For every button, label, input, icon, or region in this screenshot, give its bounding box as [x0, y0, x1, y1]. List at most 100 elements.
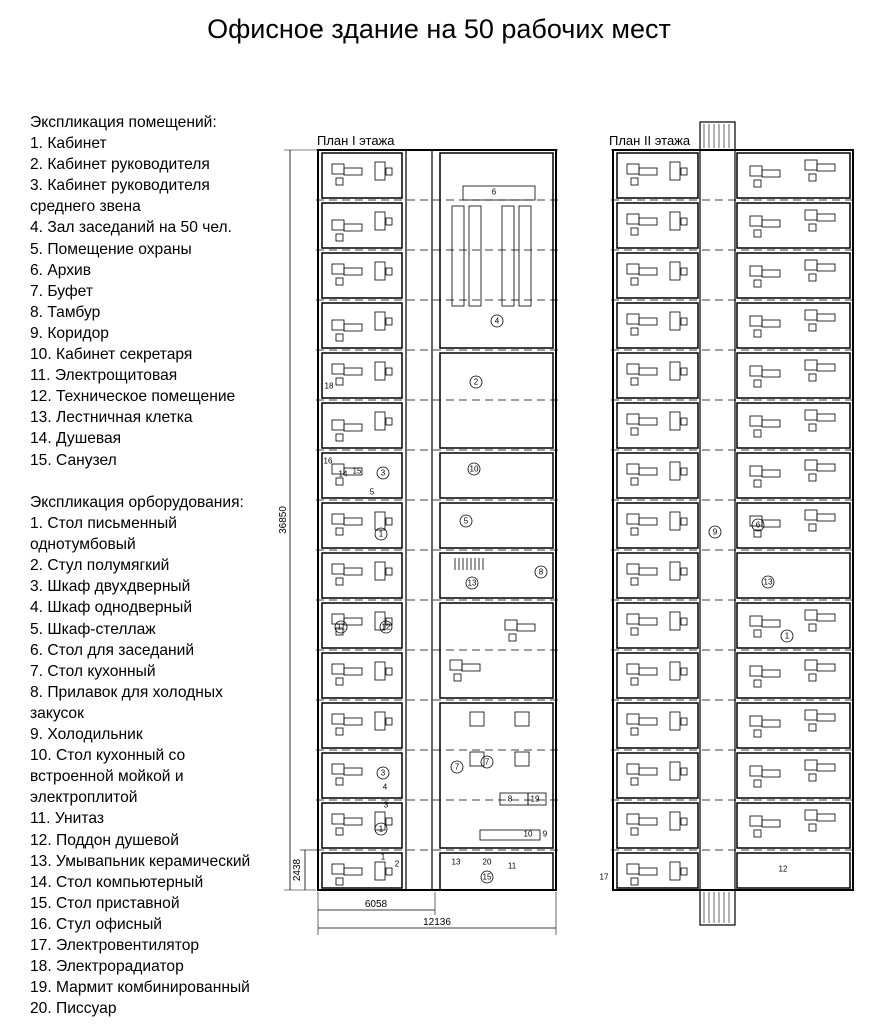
legend-item: 11. Электрощитовая	[30, 367, 178, 385]
room	[321, 852, 403, 889]
chair	[808, 623, 817, 632]
chair	[385, 717, 393, 726]
kitchen-table	[469, 711, 485, 727]
legend-item: 9. Коридор	[30, 324, 109, 342]
desk	[638, 317, 658, 326]
chair	[630, 277, 639, 286]
desk	[638, 217, 658, 226]
desk	[331, 319, 345, 331]
legend-item: 15. Стол приставной	[30, 894, 180, 912]
chair	[385, 867, 393, 876]
desk	[761, 819, 781, 828]
room	[736, 502, 851, 549]
cabinet	[374, 511, 386, 531]
room	[321, 702, 403, 749]
desk	[816, 513, 836, 522]
legend-item: 1. Стол письменный	[30, 515, 177, 533]
room	[321, 502, 403, 549]
room-number: 1	[379, 825, 384, 834]
chair	[680, 417, 688, 426]
room	[736, 202, 851, 249]
desk	[816, 413, 836, 422]
cabinet	[669, 411, 681, 431]
room-number-circle	[780, 629, 794, 643]
chair	[630, 777, 639, 786]
legend-item: 3. Шкаф двухдверный	[30, 578, 191, 596]
room-number: 1	[785, 632, 790, 641]
chair	[808, 173, 817, 182]
room-number: 10	[524, 830, 533, 839]
chair	[753, 529, 762, 538]
room	[616, 802, 699, 849]
equipment-legend-heading: Экспликация орборудования:	[30, 494, 244, 511]
room	[616, 552, 699, 599]
desk	[816, 263, 836, 272]
desk	[749, 765, 763, 777]
room	[321, 402, 403, 449]
desk	[761, 519, 781, 528]
desk	[626, 713, 640, 725]
chair	[680, 367, 688, 376]
desk	[816, 663, 836, 672]
room-number: 13	[452, 858, 461, 867]
room-number-circle	[490, 314, 504, 328]
cabinet	[374, 311, 386, 331]
room-number: 8	[539, 568, 544, 577]
legend-item: 20. Писсуар	[30, 1000, 117, 1018]
desk	[816, 613, 836, 622]
chair	[808, 223, 817, 232]
room-number: 1	[379, 530, 384, 539]
cabinet	[669, 661, 681, 681]
desk	[626, 163, 640, 175]
legend-item: 4. Шкаф однодверный	[30, 599, 193, 617]
desk	[343, 567, 363, 576]
desk	[331, 763, 345, 775]
legend-item: 4. Зал заседаний на 50 чел.	[30, 219, 232, 237]
room-number-circle	[450, 760, 464, 774]
room-number: 8	[508, 795, 513, 804]
legend-item: 6. Стол для заседаний	[30, 641, 195, 659]
legend-item: 12. Техническое помещение	[30, 388, 236, 406]
desk	[331, 363, 345, 375]
plan1-title: План I этажа	[317, 133, 395, 148]
desk	[638, 417, 658, 426]
room	[616, 352, 699, 399]
chair	[753, 629, 762, 638]
room-number: 3	[384, 801, 389, 810]
chair	[385, 817, 393, 826]
desk	[638, 367, 658, 376]
chair	[630, 877, 639, 886]
security-room	[439, 502, 554, 549]
chair	[753, 679, 762, 688]
chair	[808, 423, 817, 432]
desk	[804, 509, 818, 521]
desk	[804, 609, 818, 621]
room-number: 14	[339, 470, 348, 479]
chair	[753, 829, 762, 838]
legend-item: 10. Стол кухонный со	[30, 747, 186, 765]
chair	[680, 867, 688, 876]
room-number: 2	[395, 860, 400, 869]
chair	[385, 517, 393, 526]
secretary-office	[439, 452, 554, 499]
desk	[626, 813, 640, 825]
desk	[343, 517, 363, 526]
dim-half-width: 6058	[365, 899, 388, 910]
room	[321, 652, 403, 699]
legend-item: 7. Стол кухонный	[30, 662, 156, 680]
room-number: 11	[508, 862, 517, 871]
chair	[630, 677, 639, 686]
room	[616, 502, 699, 549]
chair	[680, 717, 688, 726]
room	[616, 852, 699, 889]
chair	[808, 823, 817, 832]
chair	[335, 477, 344, 486]
room	[736, 652, 851, 699]
desk	[804, 809, 818, 821]
legend-item: 11. Унитаз	[30, 810, 104, 828]
desk	[638, 567, 658, 576]
room	[736, 602, 851, 649]
chair	[335, 377, 344, 386]
desk	[638, 717, 658, 726]
